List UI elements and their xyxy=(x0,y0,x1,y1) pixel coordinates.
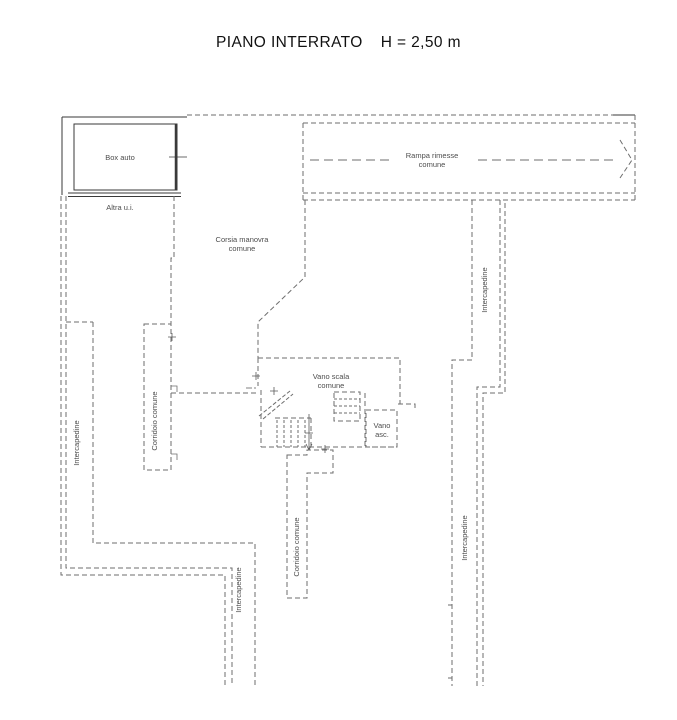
label-intercapedine-right-lower: Intercapedine xyxy=(460,515,469,560)
label-vano-scala-line2: comune xyxy=(318,381,345,390)
tick-cross-2 xyxy=(252,372,260,380)
label-intercapedine-bottom: Intercapedine xyxy=(234,567,243,612)
stair-door-swing xyxy=(258,390,294,420)
label-vano-asc-line2: asc. xyxy=(375,430,389,439)
room-labels: Box auto Altra u.i. Rampa rimesse comune… xyxy=(72,151,489,613)
elevator-shaft-outline xyxy=(365,409,398,448)
bottom-corridor-outline xyxy=(286,449,334,599)
stair-travel-arrow xyxy=(305,414,313,451)
label-box-auto: Box auto xyxy=(105,153,135,162)
label-vano-scala-line1: Vano scala xyxy=(313,372,350,381)
tick-cross-3 xyxy=(270,387,278,395)
label-corsia-line2: comune xyxy=(229,244,256,253)
label-intercapedine-right-upper: Intercapedine xyxy=(480,267,489,312)
left-outer-line-a xyxy=(60,196,226,686)
stairwell-outline xyxy=(257,357,416,448)
upper-flight-treads xyxy=(334,398,360,414)
label-intercapedine-left: Intercapedine xyxy=(72,420,81,465)
tick-cross-4 xyxy=(321,445,329,453)
plan-title: PIANO INTERRATO H = 2,50 m xyxy=(0,34,677,52)
label-rampa-line2: comune xyxy=(419,160,446,169)
label-corridoio-bottom: Corridoio comune xyxy=(292,517,301,576)
upper-flight-box xyxy=(333,391,361,422)
plan-title-name: PIANO INTERRATO xyxy=(216,34,363,51)
right-strip-left-line xyxy=(451,200,473,686)
right-strip-right-line xyxy=(482,203,506,686)
ramp-direction-arrow xyxy=(619,139,633,179)
corsia-right-boundary xyxy=(257,200,306,358)
label-corsia-line1: Corsia manovra xyxy=(216,235,270,244)
label-rampa-line1: Rampa rimesse xyxy=(406,151,459,160)
fine-marks xyxy=(168,333,329,453)
left-corridor-door-jambs xyxy=(171,385,178,460)
right-strip-notches xyxy=(448,604,452,679)
left-corridor-outline xyxy=(143,323,172,471)
corsia-left-boundary xyxy=(170,196,175,324)
label-vano-asc-line1: Vano xyxy=(374,421,391,430)
plan-title-height: H = 2,50 m xyxy=(380,34,461,51)
label-altra-ui: Altra u.i. xyxy=(106,203,134,212)
solid-walls xyxy=(61,114,635,197)
label-corridoio-left: Corridoio comune xyxy=(150,391,159,450)
tick-cross-1 xyxy=(168,333,176,341)
dashed-boundaries xyxy=(60,114,636,686)
ramp-label-backing xyxy=(390,147,474,170)
left-intercapedine-inner xyxy=(66,321,256,686)
landing-boundary xyxy=(275,417,312,447)
ramp-outline xyxy=(302,115,636,201)
lower-flight-treads xyxy=(276,420,306,447)
left-outer-line-b xyxy=(65,196,233,686)
